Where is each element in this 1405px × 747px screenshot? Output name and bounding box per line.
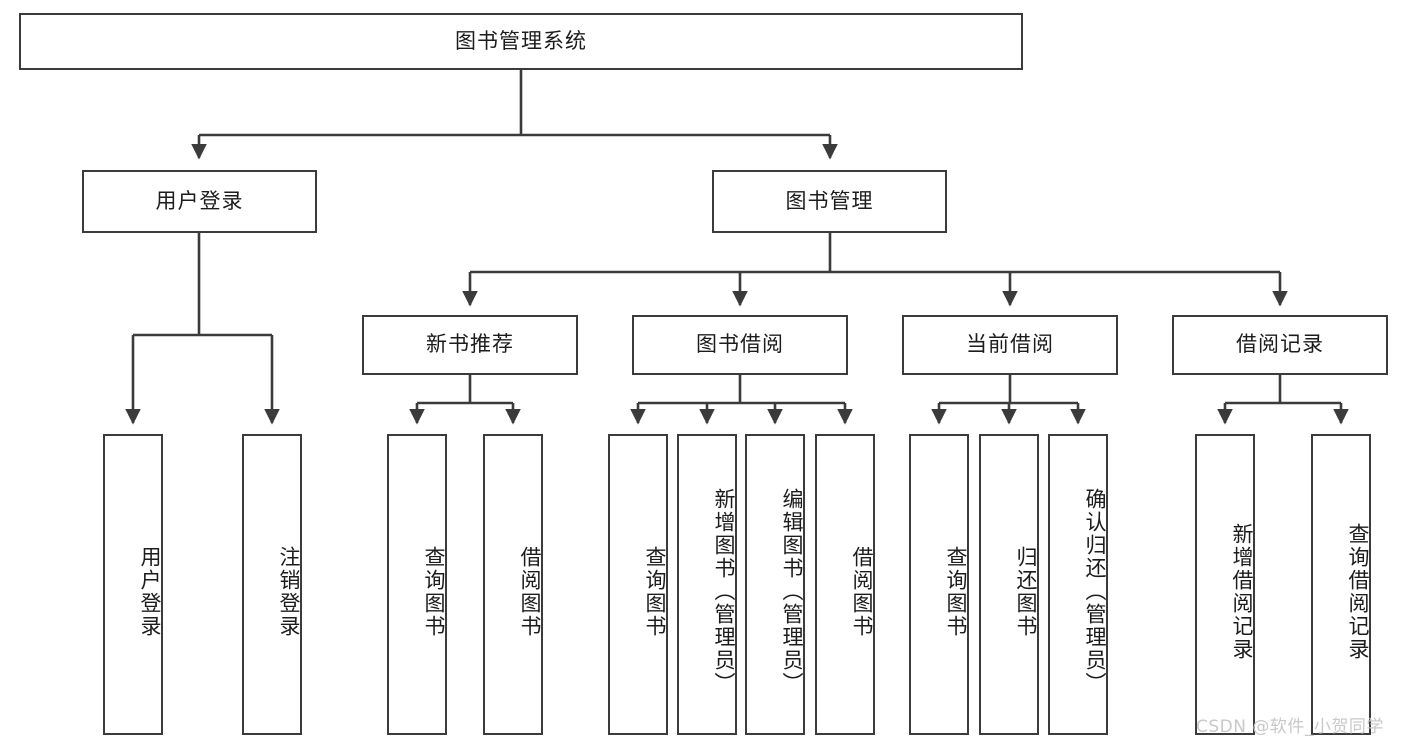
node-label: 用户登录: [138, 545, 162, 638]
node-label: 查询图书: [422, 545, 446, 638]
node-label: 新增图书（管理员）: [712, 488, 736, 695]
leaf-user-login-signin[interactable]: 用户登录: [103, 434, 163, 735]
node-book-borrow[interactable]: 图书借阅: [632, 315, 848, 375]
node-label: 查询借阅记录: [1346, 522, 1370, 661]
node-label: 图书借阅: [696, 332, 784, 357]
node-label: 借阅记录: [1236, 332, 1324, 357]
node-label: 注销登录: [277, 545, 301, 638]
leaf-book-borrow-lend[interactable]: 借阅图书: [815, 434, 875, 735]
watermark-csdn: CSDN @软件_小贺同学: [1196, 717, 1384, 737]
node-root-system[interactable]: 图书管理系统: [19, 13, 1023, 70]
node-label: 用户登录: [155, 188, 244, 213]
node-current-borrow[interactable]: 当前借阅: [902, 315, 1118, 375]
node-label: 查询图书: [944, 545, 968, 638]
leaf-book-borrow-edit[interactable]: 编辑图书（管理员）: [745, 434, 805, 735]
node-label: 确认归还（管理员）: [1083, 488, 1107, 695]
leaf-new-book-borrow[interactable]: 借阅图书: [483, 434, 543, 735]
node-label: 借阅图书: [518, 545, 542, 638]
leaf-current-borrow-confirm-return[interactable]: 确认归还（管理员）: [1048, 434, 1108, 735]
leaf-current-borrow-return[interactable]: 归还图书: [979, 434, 1039, 735]
node-label: 新增借阅记录: [1230, 522, 1254, 661]
leaf-current-borrow-query[interactable]: 查询图书: [909, 434, 969, 735]
node-user-login[interactable]: 用户登录: [82, 170, 317, 233]
node-label: 新书推荐: [426, 332, 514, 357]
node-label: 图书管理: [785, 188, 874, 213]
node-label: 图书管理系统: [455, 28, 587, 53]
node-label: 借阅图书: [850, 545, 874, 638]
node-label: 编辑图书（管理员）: [780, 488, 804, 695]
node-label: 查询图书: [643, 545, 667, 638]
leaf-borrow-record-add[interactable]: 新增借阅记录: [1195, 434, 1255, 735]
leaf-book-borrow-add[interactable]: 新增图书（管理员）: [677, 434, 737, 735]
node-book-management[interactable]: 图书管理: [712, 170, 947, 233]
node-new-book-recommend[interactable]: 新书推荐: [362, 315, 578, 375]
node-label: 归还图书: [1014, 545, 1038, 638]
node-label: 当前借阅: [966, 332, 1054, 357]
node-borrow-record[interactable]: 借阅记录: [1172, 315, 1388, 375]
leaf-new-book-query[interactable]: 查询图书: [387, 434, 447, 735]
leaf-borrow-record-query[interactable]: 查询借阅记录: [1311, 434, 1371, 735]
leaf-book-borrow-query[interactable]: 查询图书: [608, 434, 668, 735]
leaf-user-login-signout[interactable]: 注销登录: [242, 434, 302, 735]
